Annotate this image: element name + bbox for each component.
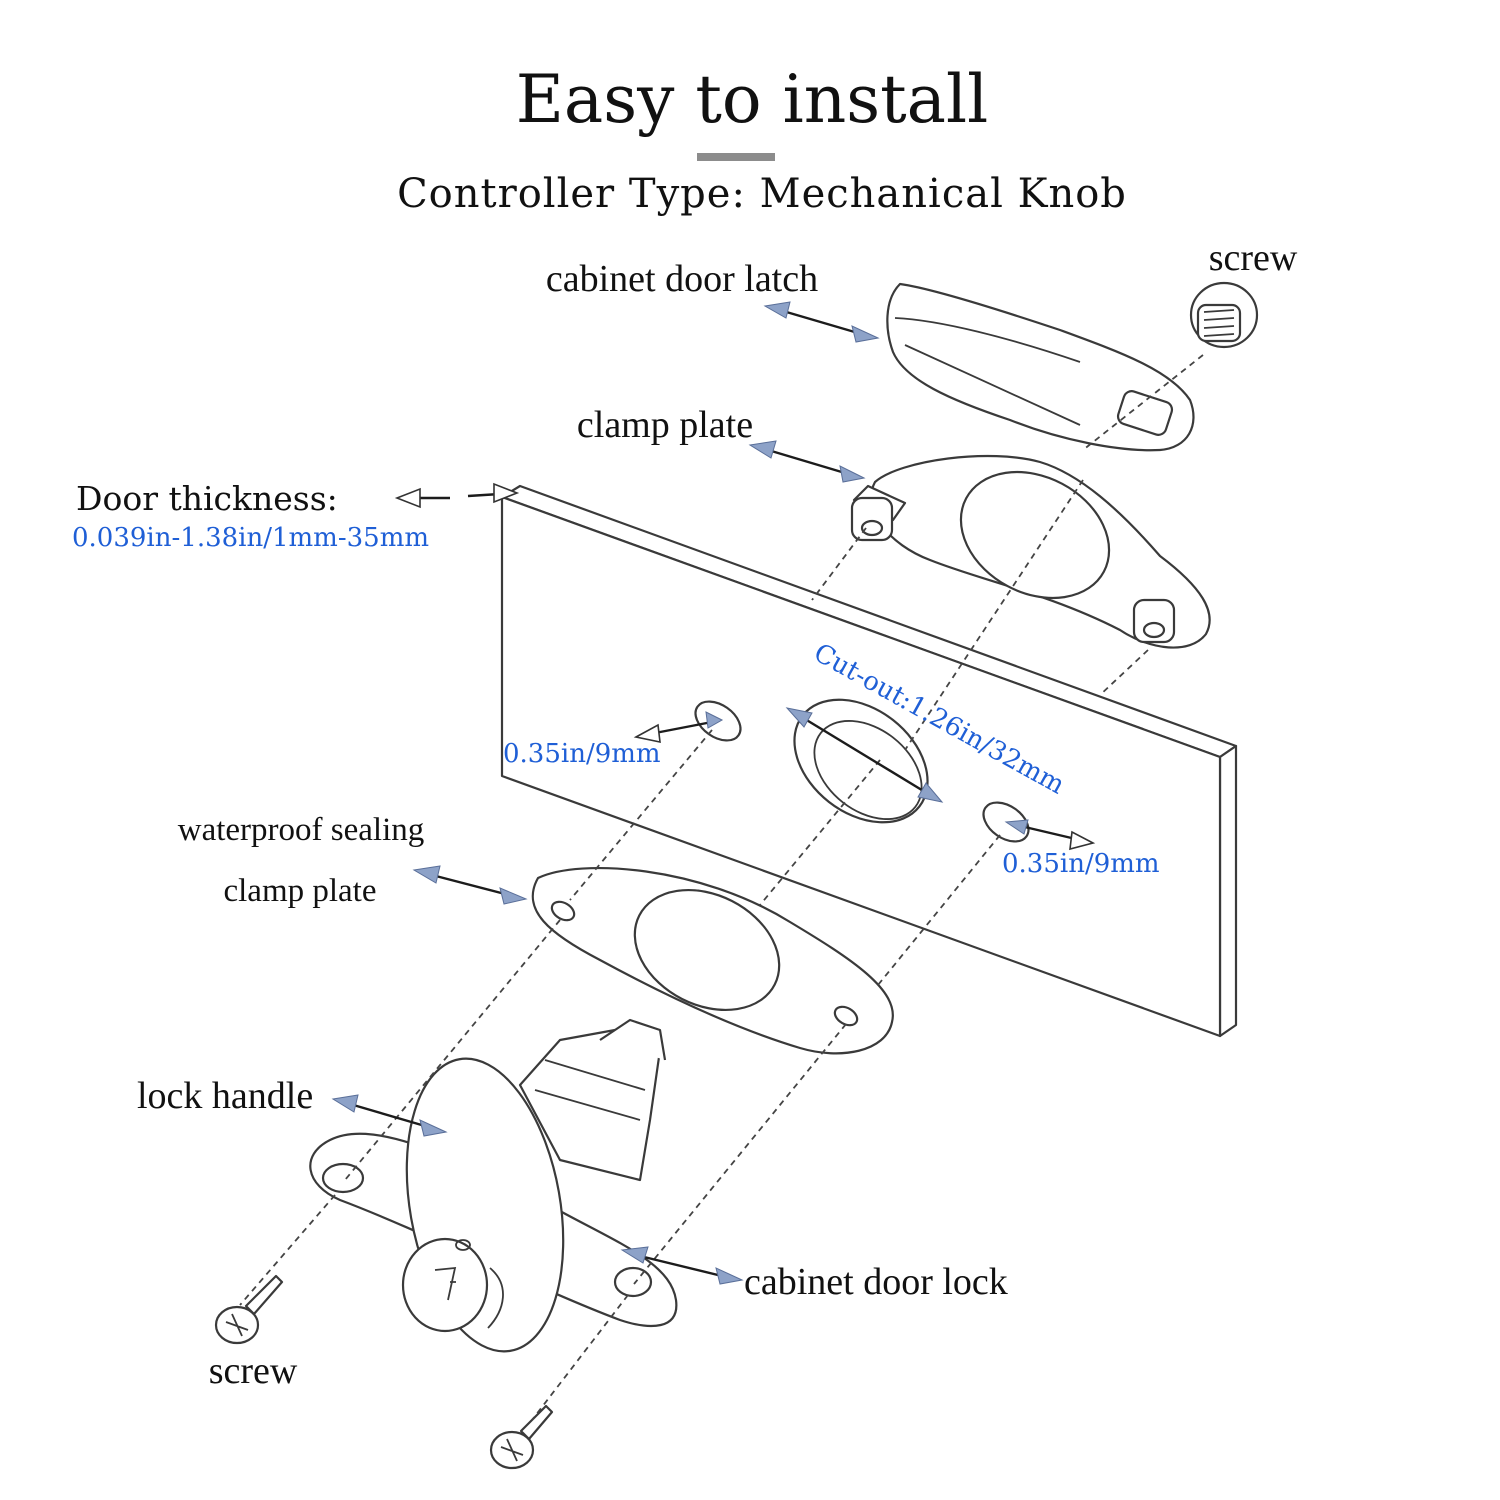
label-clamp-plate: clamp plate [577, 404, 753, 446]
alignment-lines [239, 354, 1204, 1421]
label-waterproof-sealing: waterproof sealing [178, 812, 425, 848]
label-cabinet-door-lock: cabinet door lock [744, 1261, 1008, 1303]
bottom-screw-right [489, 1404, 554, 1470]
arrow-cutout [785, 707, 944, 803]
label-screw-top: screw [1209, 237, 1298, 279]
lock-body [309, 1018, 678, 1353]
label-hole-left: 0.35in/9mm [503, 739, 661, 769]
cabinet-door-latch [886, 282, 1195, 452]
arrow-door-lock [620, 1246, 744, 1285]
label-lock-handle: lock handle [137, 1075, 313, 1117]
label-screw-bottom: screw [209, 1350, 298, 1392]
arrow-hole-left [633, 711, 724, 744]
label-cabinet-door-latch: cabinet door latch [546, 258, 818, 300]
arrow-hole-right [1004, 819, 1096, 851]
page-title: Easy to install [516, 61, 988, 138]
arrow-clamp-plate [748, 440, 866, 483]
label-door-thickness-value: 0.039in-1.38in/1mm-35mm [72, 523, 429, 553]
clamp-plate-top [850, 454, 1211, 649]
title-divider [697, 153, 775, 161]
label-door-thickness: Door thickness: [76, 479, 338, 518]
arrow-door-thickness [394, 482, 520, 509]
label-sealing-clamp-plate: clamp plate [223, 873, 376, 909]
waterproof-sealing-clamp-plate [531, 867, 894, 1055]
arrow-latch [763, 301, 880, 343]
label-hole-right: 0.35in/9mm [1002, 849, 1160, 879]
bottom-screw-left [214, 1274, 284, 1345]
top-screw [1189, 281, 1259, 349]
arrow-lock-handle [331, 1094, 448, 1137]
page-subtitle: Controller Type: Mechanical Knob [397, 171, 1127, 217]
arrow-sealing-plate [412, 865, 528, 905]
